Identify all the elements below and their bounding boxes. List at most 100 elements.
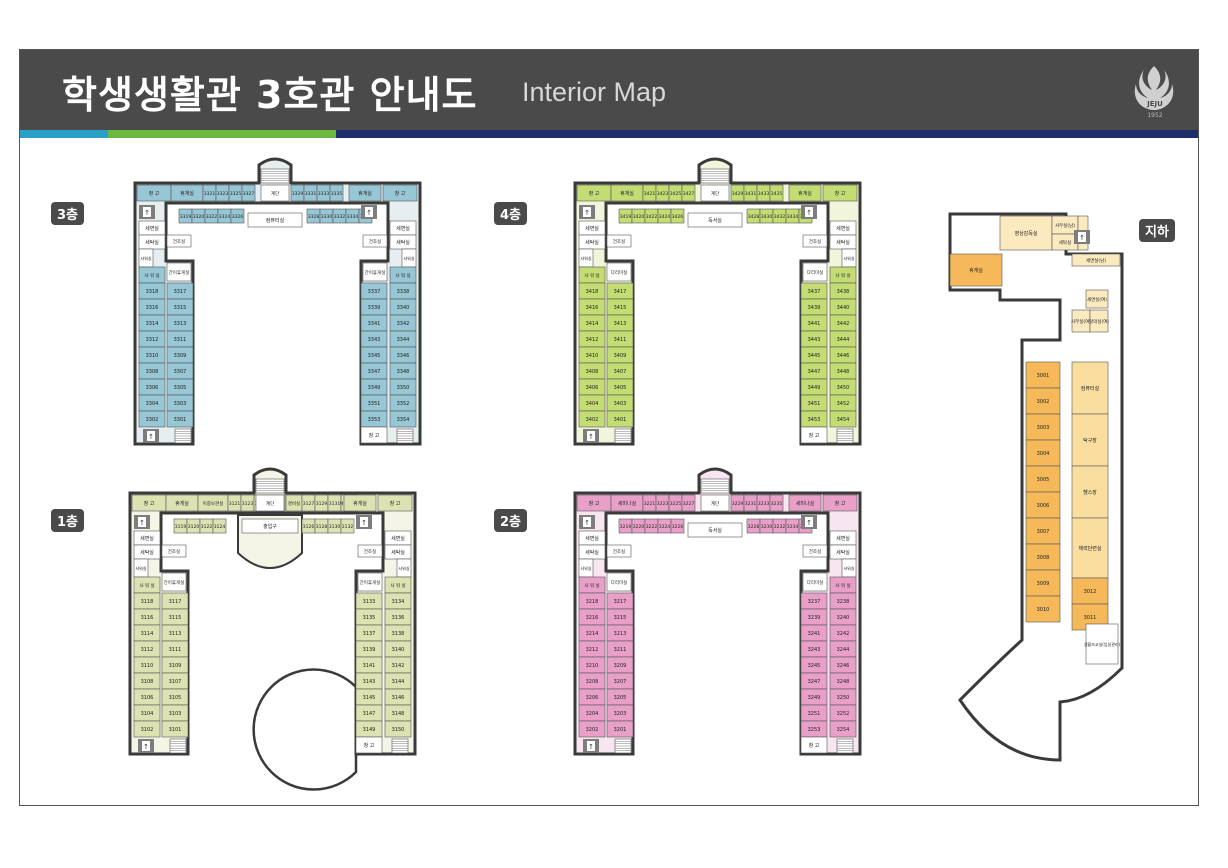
- laundry-left-3[interactable]: 세탁실: [578, 544, 606, 560]
- room-gym[interactable]: 헬스장: [1071, 465, 1109, 519]
- shower-right-0[interactable]: 샤워실: [401, 248, 417, 268]
- side-left-1[interactable]: 사 워 실: [578, 266, 606, 284]
- room-3329[interactable]: 3329: [290, 184, 305, 202]
- room-3117[interactable]: 3117: [161, 592, 189, 610]
- drying-right-0[interactable]: 건조실: [362, 234, 388, 248]
- end-room-left-2[interactable]: 휴게실: [165, 494, 199, 512]
- room-3249[interactable]: 3249: [800, 688, 828, 706]
- corner-tr-0[interactable]: 창 고: [382, 184, 418, 202]
- room-3332[interactable]: 3332: [332, 208, 347, 224]
- laundry-left-1[interactable]: 세탁실: [578, 234, 606, 250]
- washroom-left-2[interactable]: 세면실: [133, 530, 161, 546]
- room-3338[interactable]: 3338: [389, 282, 417, 300]
- corner-bottom-0[interactable]: 창 고: [360, 426, 388, 444]
- lounge-right-1[interactable]: 다리미실: [802, 262, 828, 282]
- room-3142[interactable]: 3142: [384, 656, 412, 674]
- room-3334[interactable]: 3334: [345, 208, 360, 224]
- washroom-left-0[interactable]: 세면실: [138, 220, 166, 236]
- center-room-1[interactable]: 독서실: [687, 212, 743, 228]
- room-3325[interactable]: 3325: [228, 184, 243, 202]
- shower-left-2[interactable]: 샤워실: [133, 558, 149, 578]
- room-3202[interactable]: 3202: [578, 720, 606, 738]
- room-3132[interactable]: 3132: [340, 518, 355, 534]
- room-3003[interactable]: 3003: [1025, 413, 1061, 441]
- room-3337[interactable]: 3337: [360, 282, 388, 300]
- room-3217[interactable]: 3217: [606, 592, 634, 610]
- room-3101[interactable]: 3101: [161, 720, 189, 738]
- corner-tl-2[interactable]: 창 고: [131, 494, 167, 512]
- room-3348[interactable]: 3348: [389, 362, 417, 380]
- room-3406[interactable]: 3406: [578, 378, 606, 396]
- room-3124[interactable]: 3124: [212, 518, 227, 534]
- room-3150[interactable]: 3150: [384, 720, 412, 738]
- room-3240[interactable]: 3240: [829, 608, 857, 626]
- room-3243[interactable]: 3243: [800, 640, 828, 658]
- shower-right-3[interactable]: 샤워실: [841, 558, 857, 578]
- room-3246[interactable]: 3246: [829, 656, 857, 674]
- room-3107[interactable]: 3107: [161, 672, 189, 690]
- room-3449[interactable]: 3449: [800, 378, 828, 396]
- room-3147[interactable]: 3147: [355, 704, 383, 722]
- room-3204[interactable]: 3204: [578, 704, 606, 722]
- shower-left-3[interactable]: 샤워실: [578, 558, 594, 578]
- room-3443[interactable]: 3443: [800, 330, 828, 348]
- room-3432[interactable]: 3432: [772, 208, 787, 224]
- room-3412[interactable]: 3412: [578, 330, 606, 348]
- end-room-left-3[interactable]: 세미나실: [610, 494, 644, 512]
- laundry-right-2[interactable]: 세탁실: [384, 544, 412, 560]
- room-3225[interactable]: 3225: [668, 494, 683, 512]
- drying-right-3[interactable]: 건조실: [802, 544, 828, 558]
- room-3308[interactable]: 3308: [138, 362, 166, 380]
- room-3207[interactable]: 3207: [606, 672, 634, 690]
- floor-label-1[interactable]: 1층: [51, 509, 85, 532]
- room-3306[interactable]: 3306: [138, 378, 166, 396]
- room-3203[interactable]: 3203: [606, 704, 634, 722]
- room-video[interactable]: 영상감독실: [999, 215, 1053, 251]
- room-3136[interactable]: 3136: [384, 608, 412, 626]
- room-3006[interactable]: 3006: [1025, 491, 1061, 519]
- room-3454[interactable]: 3454: [829, 410, 857, 428]
- room-3113[interactable]: 3113: [161, 624, 189, 642]
- room-3414[interactable]: 3414: [578, 314, 606, 332]
- end-room-right-3[interactable]: 세미나실: [788, 494, 822, 512]
- room-3327[interactable]: 3327: [241, 184, 256, 202]
- room-3111[interactable]: 3111: [161, 640, 189, 658]
- room-3235[interactable]: 3235: [769, 494, 784, 512]
- floor-label-4[interactable]: 4층: [494, 202, 528, 225]
- room-3328[interactable]: 3328: [306, 208, 321, 224]
- room-3401[interactable]: 3401: [606, 410, 634, 428]
- room-3224[interactable]: 3224: [657, 518, 672, 534]
- room-3229[interactable]: 3229: [730, 494, 745, 512]
- room-3216[interactable]: 3216: [578, 608, 606, 626]
- center-stair-label-0[interactable]: 계단: [260, 184, 290, 202]
- room-3218[interactable]: 3218: [578, 592, 606, 610]
- room-3211[interactable]: 3211: [606, 640, 634, 658]
- room-3121[interactable]: 3121: [227, 494, 242, 512]
- room-3303[interactable]: 3303: [166, 394, 194, 412]
- room-3112[interactable]: 3112: [133, 640, 161, 658]
- room-3108[interactable]: 3108: [133, 672, 161, 690]
- room-3335[interactable]: 3335: [329, 184, 344, 202]
- room-3422[interactable]: 3422: [644, 208, 659, 224]
- room-3215[interactable]: 3215: [606, 608, 634, 626]
- room-3353[interactable]: 3353: [360, 410, 388, 428]
- room-3301[interactable]: 3301: [166, 410, 194, 428]
- room-3139[interactable]: 3139: [355, 640, 383, 658]
- laundry-right-3[interactable]: 세탁실: [829, 544, 857, 560]
- room-3346[interactable]: 3346: [389, 346, 417, 364]
- lounge-right-2[interactable]: 간이휴게실: [357, 572, 383, 592]
- room-3415[interactable]: 3415: [606, 298, 634, 316]
- room-3343[interactable]: 3343: [360, 330, 388, 348]
- room-3244[interactable]: 3244: [829, 640, 857, 658]
- room-3339[interactable]: 3339: [360, 298, 388, 316]
- room-3205[interactable]: 3205: [606, 688, 634, 706]
- room-3434[interactable]: 3434: [785, 208, 800, 224]
- room-3238[interactable]: 3238: [829, 592, 857, 610]
- center-room-0[interactable]: 컴퓨터실: [247, 212, 303, 228]
- room-3423[interactable]: 3423: [655, 184, 670, 202]
- drying-right-1[interactable]: 건조실: [802, 234, 828, 248]
- room-3351[interactable]: 3351: [360, 394, 388, 412]
- room-3435[interactable]: 3435: [769, 184, 784, 202]
- room-3219[interactable]: 3219: [618, 518, 633, 534]
- room-3352[interactable]: 3352: [389, 394, 417, 412]
